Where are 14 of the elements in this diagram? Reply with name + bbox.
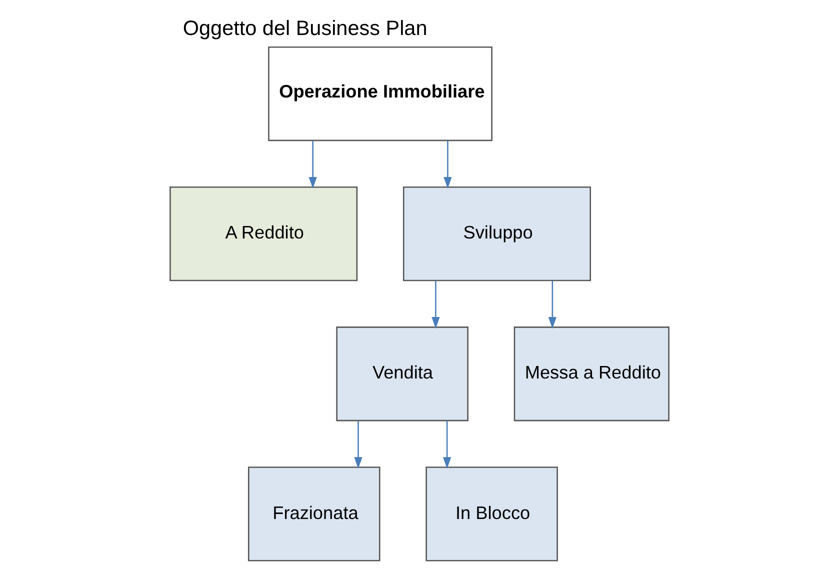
arrow — [432, 280, 440, 329]
node-box: In Blocco — [426, 466, 558, 562]
diagram-title: Oggetto del Business Plan — [182, 17, 428, 40]
node-box: Sviluppo — [402, 186, 591, 282]
node-box: Vendita — [336, 326, 468, 422]
node-box: Frazionata — [248, 466, 380, 562]
node-box: A Reddito — [170, 186, 358, 282]
arrow — [354, 420, 362, 469]
arrow — [548, 280, 557, 329]
arrow — [308, 140, 317, 189]
node-box: Operazione Immobiliare — [268, 46, 492, 142]
arrow — [442, 420, 452, 469]
arrow — [444, 140, 452, 189]
node-box: Messa a Reddito — [514, 326, 670, 422]
